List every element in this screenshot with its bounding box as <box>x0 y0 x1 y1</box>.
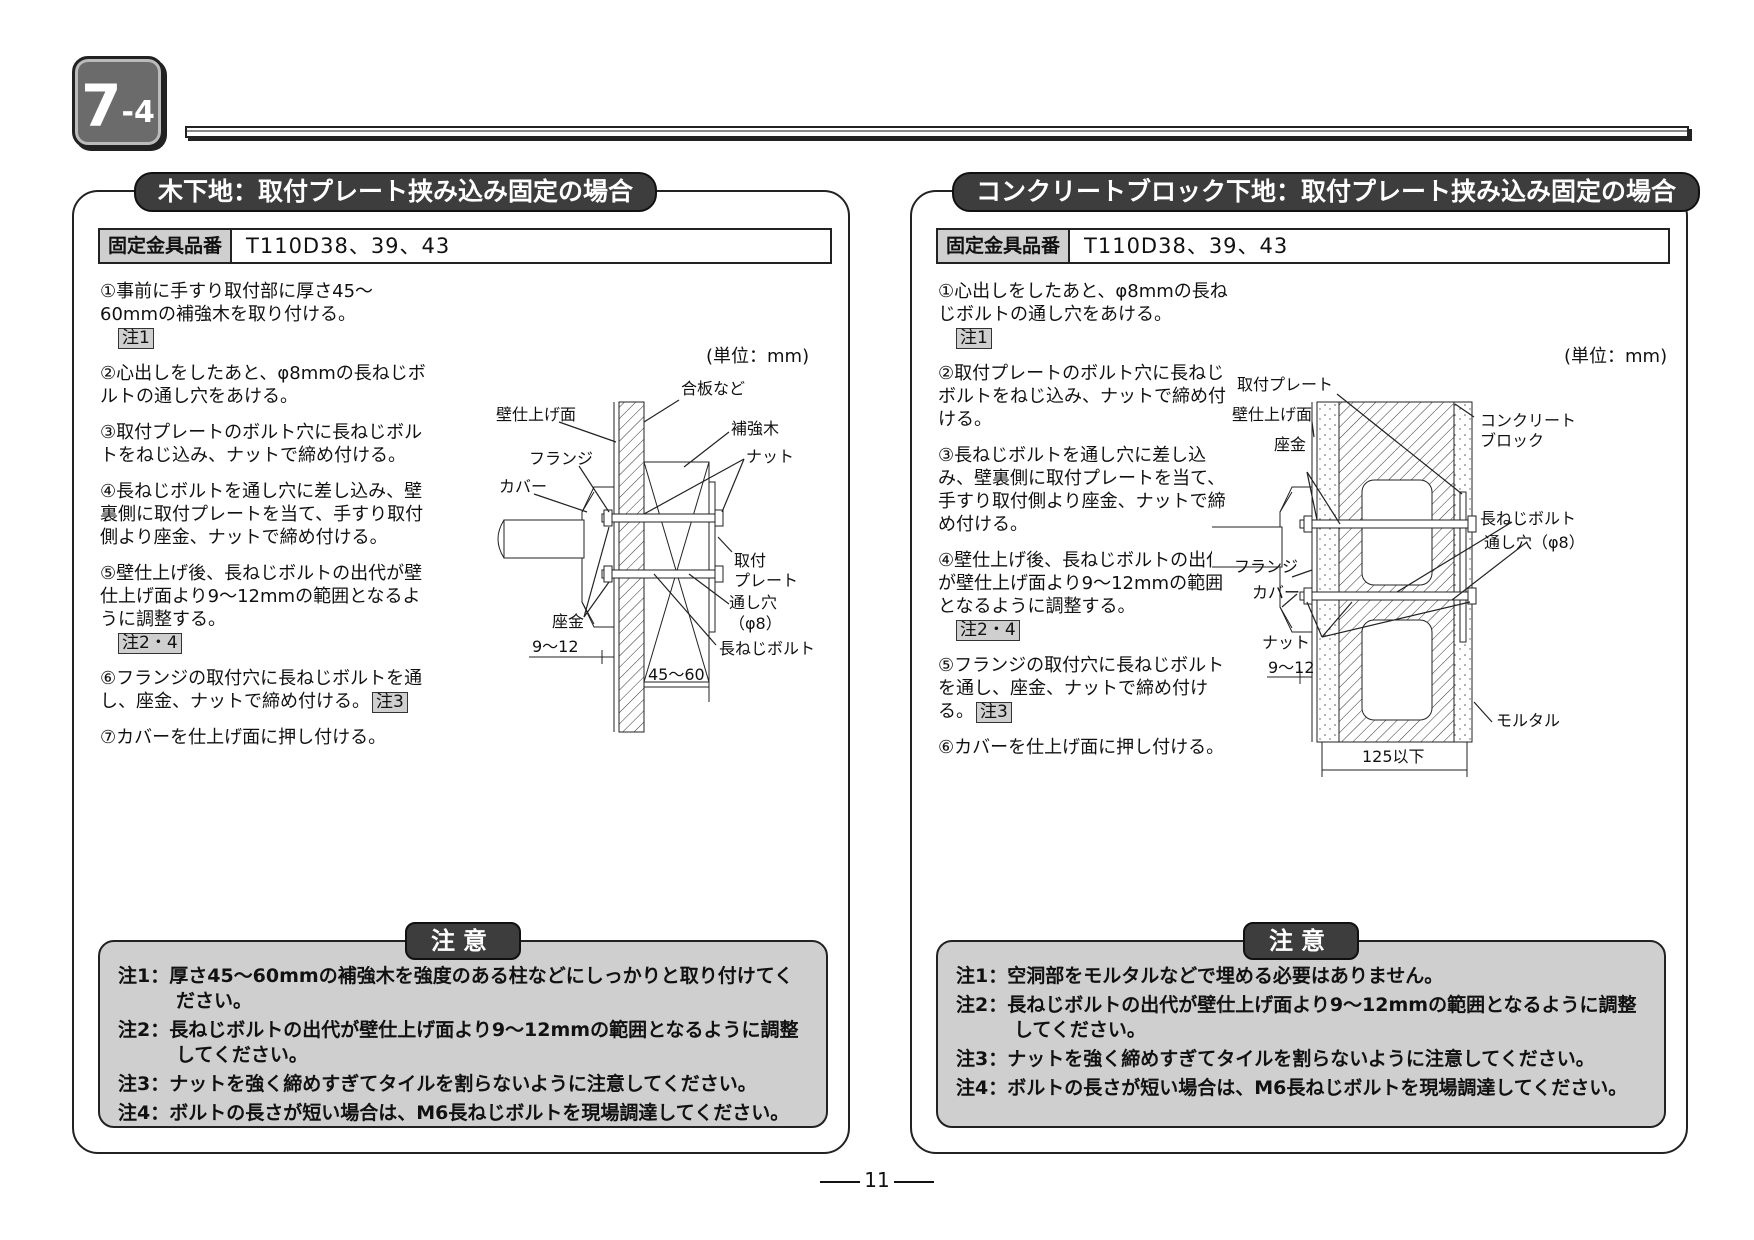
parts-number-box: 固定金具品番 T110D38、39、43 <box>936 228 1670 264</box>
label-flange: フランジ <box>529 449 593 468</box>
label-washer: 座金 <box>552 612 584 631</box>
block-hollow <box>1361 479 1433 586</box>
long-bolt <box>1299 519 1473 529</box>
label-hole: 通し穴（φ8） <box>1484 533 1585 552</box>
mounting-plate <box>708 481 716 633</box>
label-plywood: 合板など <box>681 379 745 398</box>
label-bolt: 長ねじボルト <box>719 639 815 658</box>
block-hollow <box>1361 619 1433 721</box>
section-sub-number: -4 <box>121 95 155 130</box>
section-badge: 7-4 <box>72 56 164 148</box>
caution-title: 注意 <box>1243 922 1359 960</box>
parts-label: 固定金具品番 <box>938 230 1071 262</box>
label-dim-9-12: 9〜12 <box>1268 658 1315 677</box>
caution-title: 注意 <box>405 922 521 960</box>
long-bolt <box>601 569 719 579</box>
label-mortar: モルタル <box>1496 711 1560 730</box>
panel-title: コンクリートブロック下地：取付プレート挟み込み固定の場合 <box>952 172 1701 212</box>
parts-label: 固定金具品番 <box>100 230 233 262</box>
label-cover: カバー <box>499 477 547 496</box>
caution-box: 注意 注1：厚さ45〜60mmの補強木を強度のある柱などにしっかりと取り付けてく… <box>98 922 828 1128</box>
parts-value: T110D38、39、43 <box>1084 234 1289 258</box>
unit-label: (単位：mm) <box>1564 346 1668 367</box>
label-wall-finish: 壁仕上げ面 <box>1232 405 1312 424</box>
handrail <box>503 519 585 559</box>
mounting-plate <box>1459 491 1467 643</box>
note-tag: 注2・4 <box>956 620 1020 641</box>
label-reinforce: 補強木 <box>731 419 779 438</box>
long-bolt <box>601 513 719 523</box>
label-cover: カバー <box>1252 583 1300 602</box>
label-hole-2: （φ8） <box>729 614 782 633</box>
label-nut: ナット <box>1262 633 1310 652</box>
caution-note: 注1：空洞部をモルタルなどで埋める必要はありません。 <box>956 965 1444 987</box>
handrail <box>1212 526 1283 568</box>
note-tag: 注3 <box>372 692 408 713</box>
note-tag: 注3 <box>976 702 1012 723</box>
step-list: ①心出しをしたあと、φ8mmの長ねじボルトの通し穴をあける。注1 ②取付プレート… <box>938 280 1238 772</box>
wood-diagram: 合板など 壁仕上げ面 補強木 ナット フランジ カバー 取付 プレート 通し穴 … <box>496 379 815 733</box>
step-item: ②取付プレートのボルト穴に長ねじボルトをねじ込み、ナットで締め付ける。 <box>938 363 1226 430</box>
step-item: ⑥カバーを仕上げ面に押し付ける。 <box>938 737 1225 758</box>
long-bolt <box>1299 591 1473 601</box>
label-bolt: 長ねじボルト <box>1480 509 1576 528</box>
panel-concrete: コンクリートブロック下地：取付プレート挟み込み固定の場合 固定金具品番 T110… <box>910 172 1701 1154</box>
caution-note: 注4：ボルトの長さが短い場合は、M6長ねじボルトを現場調達してください。 <box>956 1077 1628 1099</box>
label-nut: ナット <box>746 447 794 466</box>
label-plate: 取付プレート <box>1237 375 1333 394</box>
step-item: ④壁仕上げ後、長ねじボルトの出代が壁仕上げ面より9〜12mmの範囲となるように調… <box>938 550 1225 641</box>
label-plate-1: 取付 <box>734 551 766 570</box>
section-number: 7 <box>81 72 122 140</box>
label-hole-1: 通し穴 <box>729 593 777 612</box>
parts-value: T110D38、39、43 <box>246 234 451 258</box>
step-item: ②心出しをしたあと、φ8mmの長ねじボルトの通し穴をあける。 <box>100 363 426 407</box>
note-tag: 注1 <box>118 328 154 349</box>
step-list: ①事前に手すり取付部に厚さ45〜60mmの補強木を取り付ける。注1 ②心出しをし… <box>100 280 430 762</box>
label-dim-125: 125以下 <box>1362 747 1425 766</box>
step-item: ⑦カバーを仕上げ面に押し付ける。 <box>100 727 387 748</box>
step-item: ④長ねじボルトを通し穴に差し込み、壁裏側に取付プレートを当て、手すり取付側より座… <box>100 481 424 548</box>
caution-note: 注3：ナットを強く締めすぎてタイルを割らないように注意してください。 <box>956 1048 1595 1070</box>
label-wall-finish: 壁仕上げ面 <box>496 405 576 424</box>
step-item: ⑤フランジの取付穴に長ねじボルトを通し、座金、ナットで締め付ける。注3 <box>938 655 1225 723</box>
nut <box>603 509 613 527</box>
label-block-2: ブロック <box>1480 431 1544 450</box>
step-item: ③長ねじボルトを通し穴に差し込み、壁裏側に取付プレートを当て、手すり取付側より座… <box>938 445 1226 535</box>
panel-title: 木下地：取付プレート挟み込み固定の場合 <box>134 172 658 212</box>
note-tag: 注1 <box>956 328 992 349</box>
concrete-diagram: 取付プレート 壁仕上げ面 座金 コンクリート ブロック 長ねじボルト 通し穴（φ… <box>1212 375 1585 777</box>
nut <box>603 565 613 583</box>
mortar-layer <box>1316 401 1340 743</box>
nut <box>1467 587 1477 605</box>
caution-note: 注2：長ねじボルトの出代が壁仕上げ面より9〜12mmの範囲となるように調整してく… <box>956 994 1637 1041</box>
note-tag: 注2・4 <box>118 633 182 654</box>
nut <box>1467 515 1477 533</box>
caution-note: 注2：長ねじボルトの出代が壁仕上げ面より9〜12mmの範囲となるように調整してく… <box>118 1019 799 1066</box>
caution-note: 注3：ナットを強く締めすぎてタイルを割らないように注意してください。 <box>118 1073 757 1095</box>
label-dim-45-60: 45〜60 <box>648 665 705 684</box>
parts-number-box: 固定金具品番 T110D38、39、43 <box>98 228 832 264</box>
panel-wood: 木下地：取付プレート挟み込み固定の場合 固定金具品番 T110D38、39、43… <box>72 172 850 1154</box>
step-item: ①事前に手すり取付部に厚さ45〜60mmの補強木を取り付ける。注1 <box>100 281 374 349</box>
label-block-1: コンクリート <box>1480 411 1576 430</box>
label-washer: 座金 <box>1274 435 1306 454</box>
nut <box>1303 515 1313 533</box>
label-plate-2: プレート <box>734 571 798 590</box>
page-number: 11 <box>0 1168 1754 1192</box>
step-item: ①心出しをしたあと、φ8mmの長ねじボルトの通し穴をあける。注1 <box>938 281 1228 349</box>
caution-note: 注1：厚さ45〜60mmの補強木を強度のある柱などにしっかりと取り付けてください… <box>118 965 794 1012</box>
label-flange: フランジ <box>1234 557 1298 576</box>
unit-label: (単位：mm) <box>706 346 810 367</box>
nut <box>714 509 724 527</box>
nut <box>714 565 724 583</box>
caution-note: 注4：ボルトの長さが短い場合は、M6長ねじボルトを現場調達してください。 <box>118 1102 790 1124</box>
header-rule <box>185 126 1689 138</box>
step-item: ⑥フランジの取付穴に長ねじボルトを通し、座金、ナットで締め付ける。注3 <box>100 668 423 713</box>
step-item: ③取付プレートのボルト穴に長ねじボルトをねじ込み、ナットで締め付ける。 <box>100 422 423 466</box>
step-item: ⑤壁仕上げ後、長ねじボルトの出代が壁仕上げ面より9〜12mmの範囲となるように調… <box>100 563 423 654</box>
caution-box: 注意 注1：空洞部をモルタルなどで埋める必要はありません。 注2：長ねじボルトの… <box>936 922 1666 1128</box>
label-dim-9-12: 9〜12 <box>532 637 579 656</box>
wall-board <box>618 401 645 733</box>
nut <box>1303 587 1313 605</box>
